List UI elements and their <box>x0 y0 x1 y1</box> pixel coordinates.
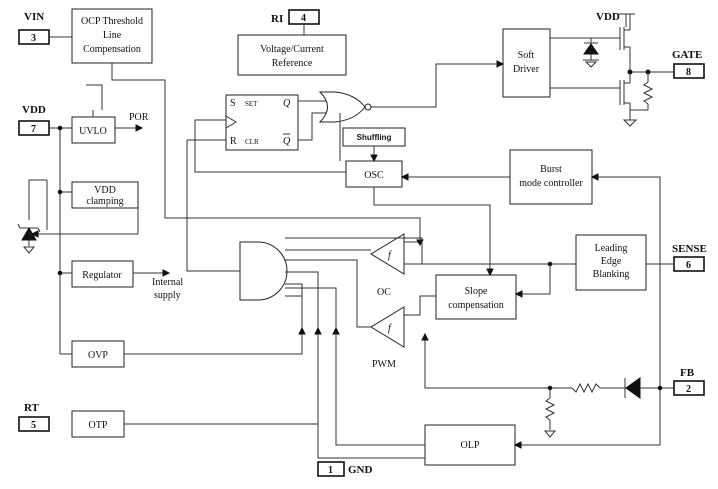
uvlo-label: UVLO <box>79 126 107 137</box>
pin-rt-label: RT <box>24 402 40 414</box>
ff-q: Q <box>283 98 291 109</box>
vdd-top-label: VDD <box>596 11 620 23</box>
osc-block <box>345 160 403 188</box>
pin-gate-num: 8 <box>686 67 691 78</box>
vdd-rail: POR Internal supply <box>17 84 183 355</box>
and-gate <box>239 241 288 301</box>
slope-line1: Slope <box>465 286 488 297</box>
wires <box>49 24 674 459</box>
burst-line1: Burst <box>540 164 562 175</box>
soft-driver-line1: Soft <box>518 50 535 61</box>
pin-rt-box <box>18 416 50 432</box>
vdd-clamp-line2: clamping <box>86 196 123 207</box>
svg-text:f: f <box>388 250 392 261</box>
pin-vin-label: VIN <box>24 11 44 23</box>
ocp-line3: Compensation <box>83 44 141 55</box>
leb-line3: Blanking <box>593 269 630 280</box>
osc-label: OSC <box>364 170 384 181</box>
vref-line2: Reference <box>272 58 313 69</box>
slope-block <box>435 274 517 320</box>
regulator-block <box>71 260 134 288</box>
slope-line2: compensation <box>448 300 504 311</box>
ff-qbar: Q <box>283 136 291 147</box>
uvlo-block <box>71 116 116 144</box>
ocp-line1: OCP Threshold <box>81 16 143 27</box>
pin-ri-label: RI <box>271 13 283 25</box>
pwm-comparator: f <box>370 306 405 348</box>
ovp-label: OVP <box>88 350 108 361</box>
vref-block <box>237 34 347 76</box>
leb-line1: Leading <box>595 243 628 254</box>
pin-vdd-num: 7 <box>31 124 36 135</box>
pin-gate-box <box>673 63 705 79</box>
oc-comparator: f <box>370 233 405 275</box>
pin-sense-label: SENSE <box>672 243 707 255</box>
ff-clr: CLR <box>245 138 259 146</box>
pin-rt-num: 5 <box>31 420 36 431</box>
pin-vin-num: 3 <box>31 33 36 44</box>
pin-gnd-label: GND <box>348 464 373 476</box>
leb-line2: Edge <box>601 256 622 267</box>
nor-gate <box>318 91 372 123</box>
pin-ri-num: 4 <box>301 13 306 24</box>
ocp-line2: Line <box>103 30 122 41</box>
vdd-clamp-line1: VDD <box>94 185 116 196</box>
leb-block <box>575 234 647 291</box>
otp-label: OTP <box>89 420 108 431</box>
burst-block <box>509 149 593 205</box>
soft-driver-line2: Driver <box>513 64 540 75</box>
pin-gnd-box <box>317 461 345 477</box>
ff-r: R <box>230 136 237 147</box>
regulator-label: Regulator <box>82 270 122 281</box>
internal-supply-line1: Internal <box>152 277 183 288</box>
svg-text:f: f <box>388 323 392 334</box>
vref-line1: Voltage/Current <box>260 44 324 55</box>
otp-block <box>71 410 125 438</box>
output-stage: VDD <box>550 11 674 127</box>
pin-vdd-label: VDD <box>22 104 46 116</box>
ff-set: SET <box>245 100 258 108</box>
pin-gnd-num: 1 <box>328 465 333 476</box>
ocp-block <box>71 8 153 64</box>
pwm-label: PWM <box>372 359 396 370</box>
internal-supply-line2: supply <box>154 290 181 301</box>
pin-fb-num: 2 <box>686 384 691 395</box>
pin-sense-num: 6 <box>686 260 691 271</box>
burst-line2: mode controller <box>519 178 583 189</box>
sr-flipflop: S SET Q R CLR Q <box>225 94 299 151</box>
shuffling-label: Shuffling <box>357 133 392 142</box>
por-label: POR <box>129 112 149 123</box>
pin-gate-label: GATE <box>672 49 702 61</box>
soft-driver-block <box>502 28 551 98</box>
vdd-clamp-block <box>71 181 139 209</box>
ff-s: S <box>230 98 236 109</box>
pin-fb-label: FB <box>680 367 695 379</box>
oc-label: OC <box>377 287 391 298</box>
olp-label: OLP <box>461 440 480 451</box>
